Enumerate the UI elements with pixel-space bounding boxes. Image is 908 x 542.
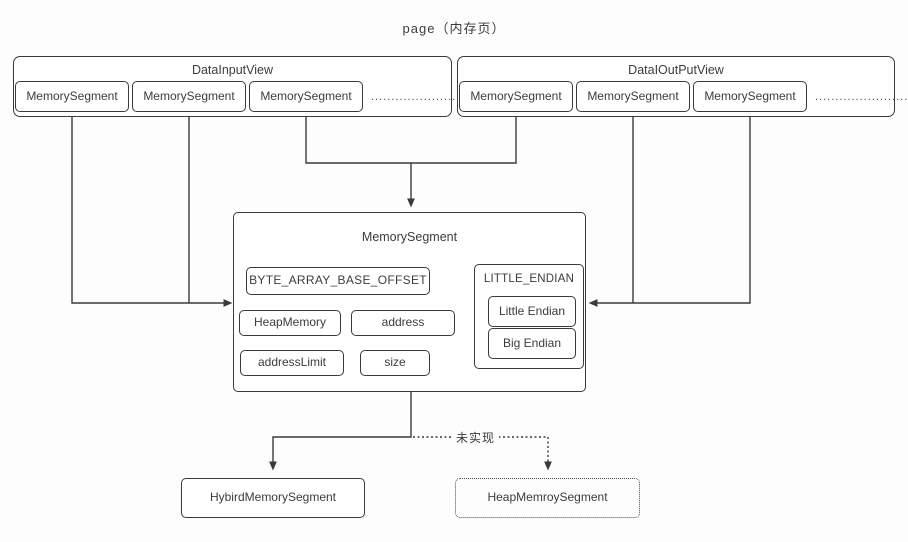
field-big-endian: Big Endian	[488, 328, 576, 359]
ellipsis-dots-output: .......................	[815, 90, 908, 103]
field-heap-memory: HeapMemory	[239, 310, 341, 336]
field-address: address	[351, 310, 455, 336]
data-input-view-segments: MemorySegment MemorySegment MemorySegmen…	[15, 81, 464, 112]
memory-segment-node-output-1: MemorySegment	[459, 81, 573, 112]
data-output-view-title: DataIOutPutView	[628, 63, 724, 77]
heap-memory-segment-box: HeapMemroySegment	[455, 478, 640, 518]
field-little-endian: Little Endian	[488, 296, 576, 327]
field-size: size	[360, 350, 430, 376]
data-output-view-group: DataIOutPutView MemorySegment MemorySegm…	[457, 56, 907, 117]
not-implemented-label: 未实现	[452, 429, 500, 446]
data-output-view-segments: MemorySegment MemorySegment MemorySegmen…	[459, 81, 908, 112]
little-endian-group: LITTLE_ENDIAN Little Endian Big Endian	[474, 264, 584, 369]
connector-mid-bridge	[305, 117, 517, 164]
ellipsis-dots-input: .......................	[371, 90, 465, 103]
field-byte-array-base-offset: BYTE_ARRAY_BASE_OFFSET	[246, 267, 430, 295]
page-title: page（内存页）	[402, 21, 506, 36]
little-endian-title: LITTLE_ENDIAN	[483, 273, 575, 285]
memory-segment-node-input-2: MemorySegment	[132, 81, 246, 112]
field-address-limit: addressLimit	[240, 350, 344, 376]
memory-segment-node-output-3: MemorySegment	[693, 81, 807, 112]
memory-segment-node-input-1: MemorySegment	[15, 81, 129, 112]
data-input-view-title: DataInputView	[191, 63, 274, 77]
memory-segment-class-title: MemorySegment	[361, 230, 458, 244]
connector-output-to-central-right	[588, 117, 751, 307]
memory-segment-node-input-3: MemorySegment	[249, 81, 363, 112]
memory-segment-node-output-2: MemorySegment	[576, 81, 690, 112]
connector-central-to-hybrid	[269, 392, 412, 471]
hybrid-memory-segment-box: HybirdMemorySegment	[181, 478, 365, 518]
data-input-view-group: DataInputView MemorySegment MemorySegmen…	[13, 56, 463, 117]
memory-segment-class-box: MemorySegment BYTE_ARRAY_BASE_OFFSET Hea…	[233, 212, 586, 392]
connector-input-to-central-left	[71, 117, 233, 307]
